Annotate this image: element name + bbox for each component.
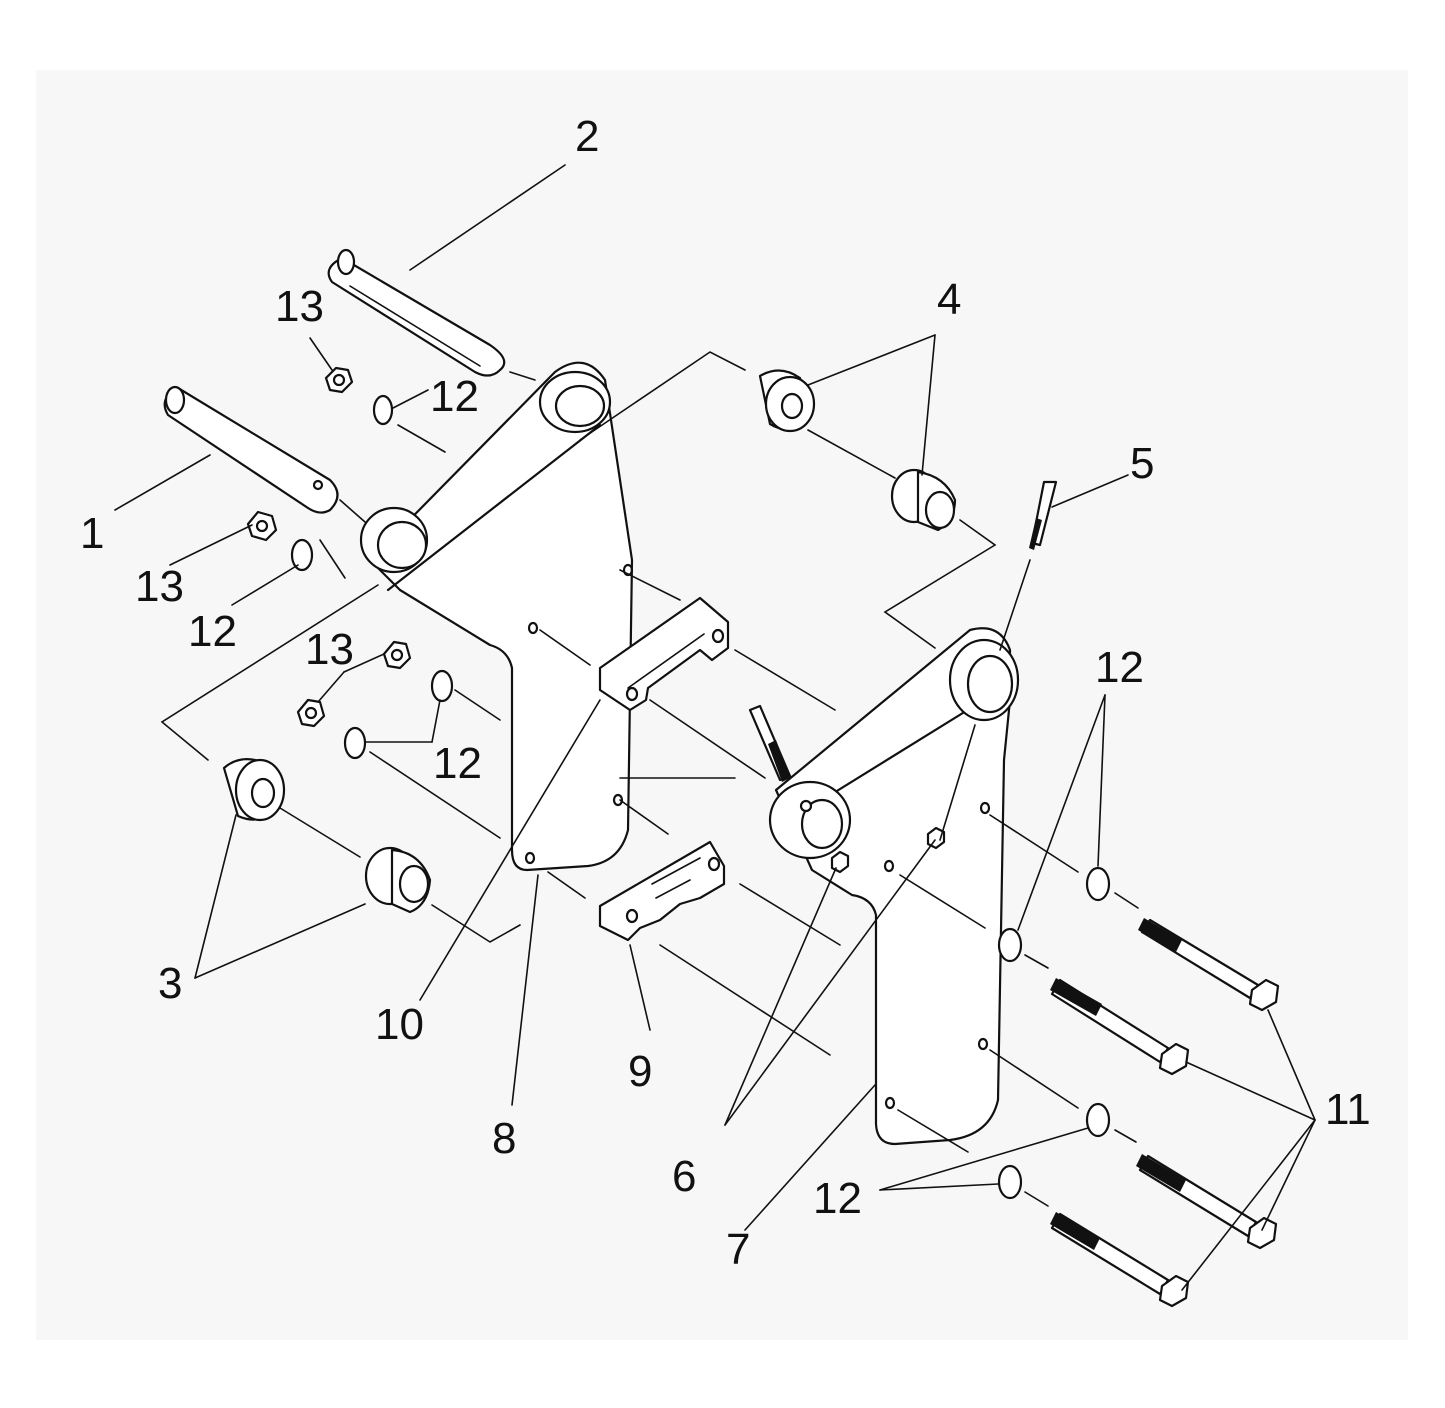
callout-4: 4 [937,275,962,324]
callout-8: 8 [492,1114,517,1163]
callout-13-mid: 13 [305,625,354,674]
callout-12-upper: 12 [430,372,479,421]
long-bolt-2 [1050,978,1190,1076]
washer-right-d [997,1164,1023,1200]
right-plate-upper-bore [948,638,1020,722]
right-plate-lower-bore [768,780,852,860]
long-bolt-1 [1138,918,1280,1012]
plate-hole [979,801,991,815]
plate-upper-bore [538,370,612,434]
nut-upper [324,366,354,394]
grease-bolt [748,704,792,782]
plate-lower-bore [359,506,429,574]
callout-13-upper: 13 [275,282,324,331]
upper-bushing-b [890,468,957,532]
callout-13-left: 13 [135,562,184,611]
washer-right-a [1085,866,1111,902]
callout-12-bottom: 12 [813,1174,862,1223]
plate-hole [612,793,624,807]
long-bolt-4 [1050,1212,1190,1308]
callout-12-mid: 12 [433,739,482,788]
plate-hole [527,621,539,635]
callout-10: 10 [375,1000,424,1049]
nut-left [246,510,278,542]
plate-hole [884,1096,896,1110]
grease-nut-b [830,850,850,874]
lower-bracket [598,840,726,942]
callout-12-right: 12 [1095,643,1144,692]
washer-mid-b [343,726,367,760]
callout-9: 9 [628,1047,653,1096]
leader-lines [114,164,1316,1291]
callout-5: 5 [1130,439,1155,488]
nut-mid-b [296,698,326,728]
upper-bushing-a [758,369,816,433]
washer-right-b [997,927,1023,963]
callout-11: 11 [1325,1085,1371,1134]
long-bolt-3 [1136,1154,1278,1250]
nut-mid-a [382,640,412,670]
callout-12-left: 12 [188,607,237,656]
callout-2: 2 [575,112,600,161]
washer-mid-a [430,669,454,703]
callout-6: 6 [672,1152,697,1201]
plate-hole [883,859,895,873]
washer-left [290,538,314,572]
plate-hole [524,851,536,865]
upper-pin [327,248,506,377]
lower-pin [163,385,339,514]
drawing-background [36,70,1408,1340]
callout-7: 7 [726,1225,751,1274]
plate-hole [622,563,634,577]
assembly-lines [160,351,1139,1207]
lower-bushing-b [364,846,432,914]
plate-hole [977,1037,989,1051]
washer-upper [372,394,394,426]
left-mounting-plate [368,361,634,872]
callout-3: 3 [158,959,183,1008]
upper-bracket [598,596,730,712]
callout-1: 1 [80,509,105,558]
bolt-5 [1029,480,1058,550]
washer-right-c [1085,1102,1111,1138]
lower-bushing-a [222,757,286,822]
